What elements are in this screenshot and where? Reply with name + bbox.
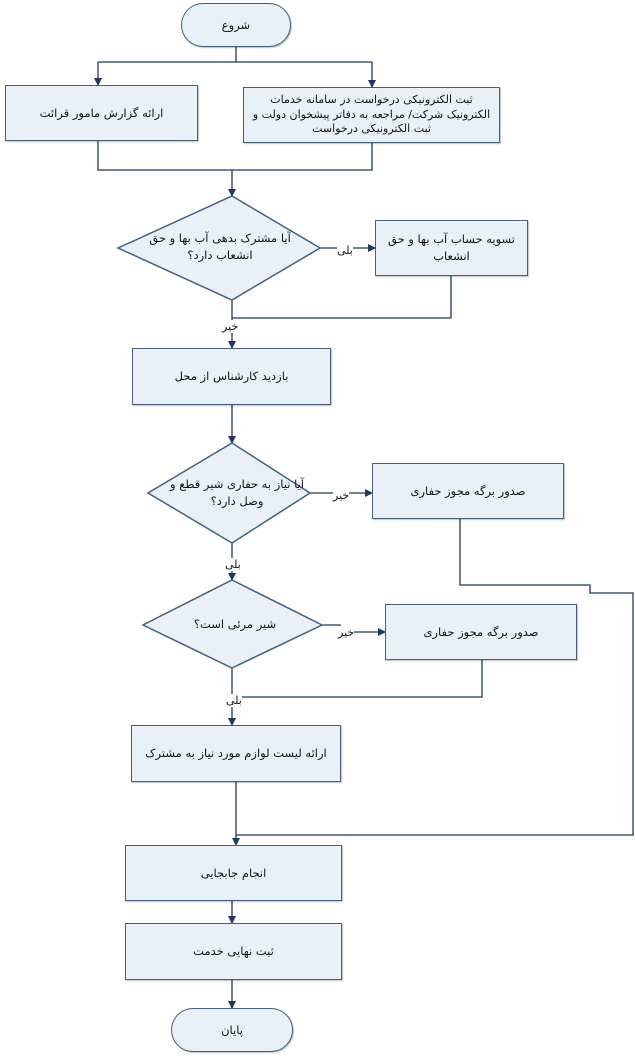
decision-dig: آیا نیاز به حفاری شیر قطع و وصل دارد؟ [162,463,312,523]
e-request-label: ثبت الکترونیکی درخواست در سامانه خدمات ا… [252,92,491,136]
expert-visit-label: بازدید کارشناس از محل [174,369,289,384]
decision-debt-label: آیا مشترک بدهی آب بها و حق انشعاب دارد؟ [149,230,291,262]
connector [232,276,452,319]
label-no: خیر [222,320,239,333]
parts-list-label: ارائه لیست لوازم مورد نیاز به مشترک [145,746,327,761]
end-label: پایان [221,1022,243,1037]
final-register-label: ثبت نهایی خدمت [193,944,274,959]
start-node: شروع [181,3,291,47]
parts-list-box: ارائه لیست لوازم مورد نیاز به مشترک [131,725,341,782]
label-yes: بلی [226,694,242,707]
label-no: خیر [338,626,355,639]
decision-visible-label: شیر مرئی است؟ [193,617,277,632]
start-label: شروع [221,17,251,32]
relocate-box: انجام جابجایی [125,845,342,901]
reader-report-label: ارائه گزارش مامور قرائت [39,105,164,120]
connector [98,47,372,63]
decision-visible: شیر مرئی است؟ [160,605,310,645]
connector [232,660,483,698]
label-yes: بلی [337,244,353,257]
e-request-box: ثبت الکترونیکی درخواست در سامانه خدمات ا… [243,87,500,143]
connector [236,519,634,836]
expert-visit-box: بازدید کارشناس از محل [132,348,331,405]
connector [97,141,373,171]
decision-dig-label: آیا نیاز به حفاری شیر قطع و وصل دارد؟ [170,476,304,508]
final-register-box: ثبت نهایی خدمت [125,923,342,980]
end-node: پایان [171,1008,293,1052]
settle-label: تسویه حساب آب بها و حق انشعاب [387,232,516,263]
permit1-box: صدور برگه مجوز حفاری [372,463,564,519]
decision-debt: آیا مشترک بدهی آب بها و حق انشعاب دارد؟ [140,215,300,279]
decision-debt-shape [116,195,322,301]
reader-report-box: ارائه گزارش مامور قرائت [5,85,198,141]
permit2-box: صدور برگه مجوز حفاری [385,604,577,660]
permit1-label: صدور برگه مجوز حفاری [410,483,526,498]
relocate-label: انجام جابجایی [200,865,267,880]
settle-box: تسویه حساب آب بها و حق انشعاب [375,220,528,276]
decision-visible-shape [141,579,324,669]
label-yes: بلی [225,558,241,571]
decision-dig-shape [146,442,312,544]
permit2-label: صدور برگه مجوز حفاری [423,624,539,639]
label-no: خیر [333,489,350,502]
